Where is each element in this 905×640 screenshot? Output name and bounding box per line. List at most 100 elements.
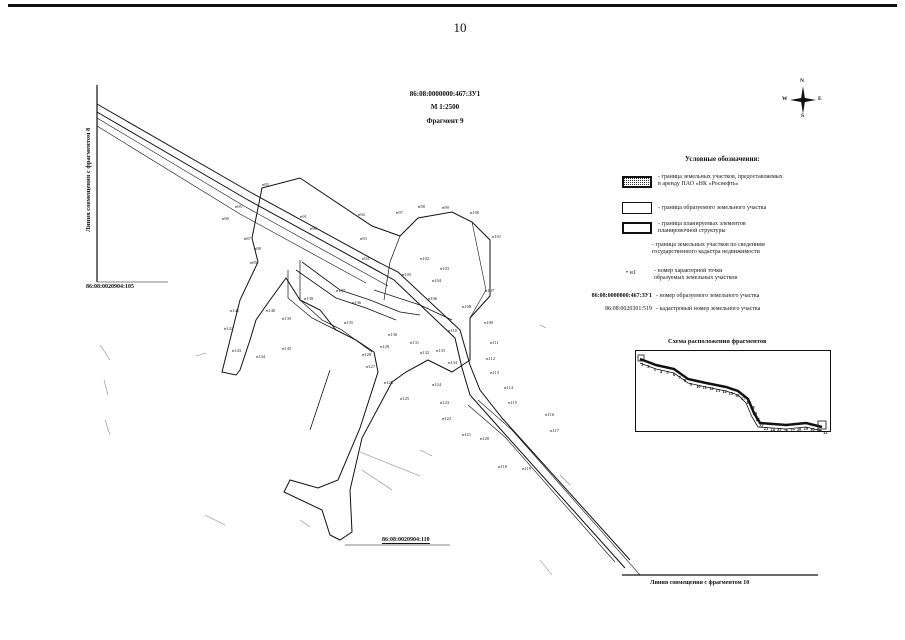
left-parcel-cadastral-number: 86:08:0020904:105 bbox=[86, 284, 134, 290]
scheme-fragment-number: 2 bbox=[647, 364, 650, 370]
top-rule bbox=[8, 4, 897, 7]
scheme-fragment-number: 27 bbox=[790, 427, 795, 433]
bottom-parcel-cadastral-number: 86:08:0020904:110 bbox=[382, 537, 430, 544]
scheme-fragment-number: 23 bbox=[763, 426, 769, 432]
scheme-drawing bbox=[637, 354, 827, 431]
scheme-fragment-number: 26 bbox=[783, 427, 789, 433]
scheme-fragment-number: 11 bbox=[702, 385, 707, 391]
scheme-fragment-number: 16 bbox=[734, 392, 740, 398]
scheme-fragment-number: 20 bbox=[752, 410, 758, 416]
legend-item-text: - номер характерной точки образуемых зем… bbox=[654, 268, 738, 281]
point-label: н104 bbox=[432, 278, 442, 283]
point-label: н115 bbox=[508, 400, 517, 405]
point-label: н124 bbox=[432, 382, 442, 387]
point-label: н98 bbox=[418, 204, 425, 209]
point-label: н92 bbox=[358, 212, 365, 217]
point-label: н99 bbox=[442, 205, 449, 210]
legend-item-text: - номер образуемого земельного участка bbox=[656, 293, 760, 299]
point-label: н140 bbox=[266, 308, 276, 313]
point-label: н107 bbox=[485, 288, 495, 293]
point-label: н90 bbox=[310, 226, 317, 231]
legend-point-symbol: • н1 bbox=[626, 270, 636, 276]
scheme-fragment-number: 1 bbox=[641, 362, 644, 367]
point-label: н101 bbox=[492, 234, 502, 239]
point-label: н142 bbox=[224, 326, 234, 331]
point-label: н113 bbox=[490, 370, 499, 375]
scheme-fragment-number: 5 bbox=[666, 370, 669, 376]
point-label: н118 bbox=[498, 464, 507, 469]
legend-swatch-formed-parcel bbox=[622, 202, 652, 214]
point-label: н128 bbox=[362, 352, 372, 357]
point-label: н109 bbox=[484, 320, 494, 325]
legend-formed-parcel-symbol: 86:08:0000000:467:ЗУ1 bbox=[591, 293, 652, 299]
point-label: н112 bbox=[486, 356, 495, 361]
scheme-fragment-number: 15 bbox=[728, 390, 734, 396]
scheme-fragment-number: 13 bbox=[715, 387, 721, 393]
point-label: н116 bbox=[545, 412, 554, 417]
legend-title: Условные обозначения: bbox=[685, 155, 760, 163]
point-label: н137 bbox=[336, 288, 346, 293]
point-label: н120 bbox=[480, 436, 490, 441]
fragment-label: Фрагмент 9 bbox=[426, 117, 464, 125]
background-marks bbox=[99, 324, 571, 576]
scheme-fragment-number: 18 bbox=[746, 399, 751, 405]
point-label: н114 bbox=[504, 385, 513, 390]
point-label: н100 bbox=[470, 210, 480, 215]
point-label: н87 bbox=[244, 236, 251, 241]
point-label: н88 bbox=[254, 246, 261, 251]
point-label: н94 bbox=[362, 256, 369, 261]
point-label: н105 bbox=[402, 272, 412, 277]
legend: - граница земельных участков, предоставл… bbox=[560, 170, 850, 320]
legend-swatch-planning-structure bbox=[622, 222, 652, 234]
point-label: н130 bbox=[388, 332, 398, 337]
point-label: н131 bbox=[410, 340, 420, 345]
point-label: н108 bbox=[462, 304, 472, 309]
hatch-icon bbox=[624, 178, 650, 186]
point-label: н133 bbox=[436, 348, 446, 353]
compass-e: E bbox=[818, 96, 822, 102]
point-label: н125 bbox=[400, 396, 410, 401]
point-label: н96 bbox=[222, 216, 229, 221]
scheme-fragment-number: 32 bbox=[823, 430, 828, 435]
corridor-lines bbox=[96, 103, 641, 576]
point-label: н95 bbox=[235, 204, 242, 209]
scheme-fragment-number: 29 bbox=[803, 426, 809, 432]
point-label: н144 bbox=[256, 354, 266, 359]
legend-item-text: - граница земельных участков по сведения… bbox=[652, 242, 765, 255]
point-label: н145 bbox=[282, 346, 292, 351]
legend-swatch-lease-boundary bbox=[622, 176, 652, 188]
legend-item-text: - кадастровый номер земельного участка bbox=[656, 306, 761, 312]
scheme-fragment-number: 10 bbox=[696, 383, 701, 389]
point-label: н127 bbox=[366, 364, 376, 369]
point-label: н129 bbox=[380, 344, 390, 349]
compass-s: S bbox=[801, 113, 805, 119]
page-number: 10 bbox=[453, 20, 467, 35]
point-label: н138 bbox=[304, 296, 314, 301]
scale-label: М 1:2500 bbox=[430, 103, 460, 111]
scheme-fragment-number: 12 bbox=[709, 386, 714, 392]
point-label: н102 bbox=[420, 256, 430, 261]
point-label: н135 bbox=[344, 320, 354, 325]
point-label: н134 bbox=[448, 360, 458, 365]
point-label: н106 bbox=[428, 296, 438, 301]
scheme-fragment-number: 9 bbox=[689, 382, 692, 388]
compass-icon bbox=[790, 86, 816, 114]
legend-item-text: - граница планируемых элементов планиров… bbox=[658, 221, 746, 234]
scheme-fragment-number: 24 bbox=[770, 426, 775, 432]
scheme-title: Схема расположения фрагментов bbox=[668, 338, 767, 345]
scheme-fragment-number: 17 bbox=[740, 395, 746, 401]
formed-parcel-outline bbox=[221, 177, 491, 541]
compass-rose: N S W E bbox=[780, 78, 826, 122]
scheme-fragment-number: 6 bbox=[672, 371, 676, 377]
compass-n: N bbox=[800, 78, 804, 84]
scheme-fragment-number: 7 bbox=[678, 374, 681, 380]
scheme-fragment-number: 14 bbox=[722, 389, 727, 395]
point-label: н139 bbox=[282, 316, 292, 321]
point-label: н143 bbox=[232, 348, 242, 353]
scheme-fragment-number: 30 bbox=[810, 426, 815, 432]
point-label: н126 bbox=[384, 380, 394, 385]
compass-w: W bbox=[782, 96, 788, 102]
scheme-fragment-number: 31 bbox=[816, 428, 822, 434]
point-label: н132 bbox=[420, 350, 430, 355]
